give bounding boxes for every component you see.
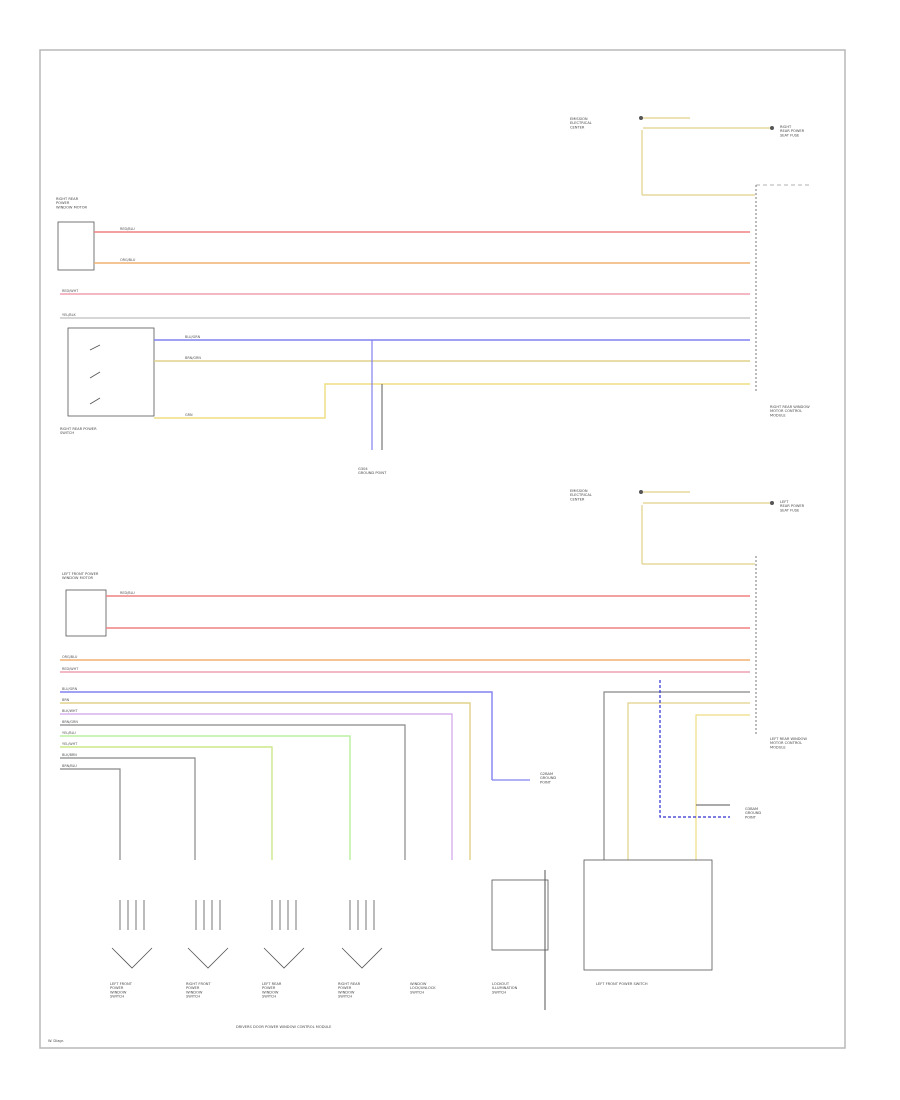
switch-actuator	[111, 947, 153, 969]
harness-blue	[60, 691, 493, 780]
footer-page-ref: W. Diagr.	[48, 1039, 64, 1043]
switch-actuator	[263, 947, 305, 969]
harness-gray-2	[60, 757, 196, 860]
harness-blue-label: BLU/GRN	[62, 687, 78, 691]
top-wire-yellow-label: GRN	[185, 413, 193, 417]
top-wire-tan-label: BRN/GRN	[185, 356, 201, 360]
master-switch-label: LEFT FRONT POWER SWITCH	[596, 982, 648, 986]
master-switch-box	[583, 859, 713, 971]
top-wire-orange-label: ORG/BLU	[120, 258, 136, 262]
master-wire-blue-dashed	[659, 680, 730, 818]
bottom-fuse-dot	[639, 490, 643, 494]
harness-brn	[60, 702, 471, 860]
harness-gray-3	[60, 768, 121, 860]
bottom-wire-orange-label: ORG/BLU	[62, 655, 78, 659]
harness-gray-2-label: BLK/BRN	[62, 753, 77, 757]
harness-violet-label: BLK/WHT	[62, 709, 78, 713]
bottom-wire-red-label: RED/BLU	[120, 591, 135, 595]
harness-violet	[60, 713, 453, 860]
diagram-frame	[39, 49, 846, 1049]
top-wire-pink-label: RED/WHT	[62, 289, 79, 293]
harness-brn-label: BRN	[62, 698, 70, 702]
bottom-fuse-end-dot	[770, 501, 774, 505]
lockout-switch-box	[491, 879, 549, 951]
top-wire-red-label: RED/BLU	[120, 227, 135, 231]
harness-gray-1	[60, 724, 406, 860]
window-switch-symbol-3	[263, 900, 305, 969]
master-wire-yellow	[695, 714, 750, 860]
bottom-motor-box	[65, 589, 107, 637]
harness-gray-3-label: BRN/BLU	[62, 764, 77, 768]
switch-actuator	[341, 947, 383, 969]
master-wire-gray	[603, 691, 750, 860]
top-switch-box	[67, 327, 155, 417]
bottom-wire-pink-label: RED/WHT	[62, 667, 79, 671]
window-switch-symbol-4	[341, 900, 383, 969]
harness-gray-1-label: BRN/GRN	[62, 720, 78, 724]
top-wire-yellow	[154, 383, 750, 419]
window-switch-symbol-2	[187, 900, 229, 969]
fuse-end-dot	[770, 126, 774, 130]
top-switch-contact-1	[89, 344, 101, 351]
top-motor-box	[57, 221, 95, 271]
harness-green	[60, 735, 351, 860]
window-switch-symbol-1	[111, 900, 153, 969]
fuse-connector-dot	[639, 116, 643, 120]
switch-actuator	[187, 947, 229, 969]
harness-green-label: YEL/BLU	[62, 731, 76, 735]
top-wire-blue-label: BLU/GRN	[185, 335, 201, 339]
module-caption: DRIVERS DOOR POWER WINDOW CONTROL MODULE	[236, 1025, 332, 1029]
master-wire-tan	[627, 702, 750, 860]
harness-yellow-green	[60, 746, 273, 860]
top-switch-contact-3	[89, 397, 101, 405]
top-wire-gray-label: YEL/BLK	[62, 313, 76, 317]
harness-yellow-green-label: YEL/WHT	[62, 742, 78, 746]
top-switch-contact-2	[89, 371, 101, 379]
